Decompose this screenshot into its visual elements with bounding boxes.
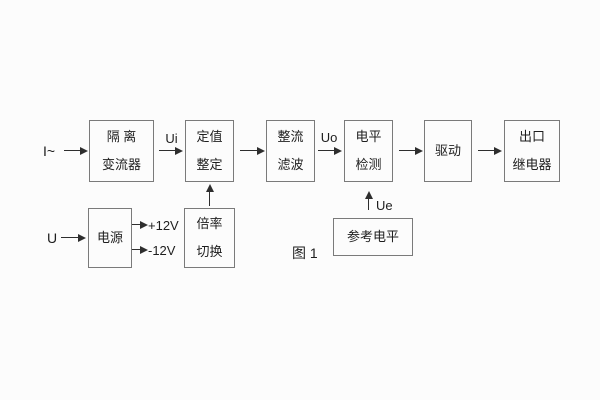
ue-signal-label: Ue	[376, 198, 393, 213]
ui-signal-label: Ui	[165, 131, 178, 146]
ratio-switch-block: 倍率 切换	[184, 208, 235, 268]
power-supply-block: 电源	[88, 208, 132, 268]
block-label: 滤波	[277, 157, 304, 172]
level-detect-block: 电平 检测	[344, 120, 393, 182]
arrow-plus-12v-icon	[132, 220, 148, 229]
arrow-setting-to-rectifier-icon	[240, 146, 265, 155]
arrow-ui-icon	[159, 146, 183, 155]
isolation-converter-block: 隔 离 变流器	[89, 120, 154, 182]
arrow-uo-icon	[318, 146, 342, 155]
figure-caption: 图 1	[292, 245, 318, 261]
block-label: 隔 离	[106, 129, 137, 144]
block-label: 变流器	[101, 157, 141, 172]
block-label: 整流	[277, 129, 304, 144]
arrow-drive-to-relay-icon	[478, 146, 502, 155]
block-label: 电源	[96, 230, 123, 245]
uo-signal-label: Uo	[320, 130, 338, 145]
input-current-label: I~	[43, 143, 56, 159]
reference-level-block: 参考电平	[333, 218, 413, 256]
block-label: 检测	[355, 157, 382, 172]
block-label: 倍率	[196, 216, 223, 231]
arrow-input-voltage-icon	[61, 233, 86, 242]
minus-12v-label: -12V	[148, 243, 176, 258]
setting-adjust-block: 定值 整定	[185, 120, 234, 182]
drive-block: 驱动	[424, 120, 472, 182]
block-label: 定值	[196, 129, 223, 144]
block-label: 驱动	[434, 143, 461, 158]
block-label: 参考电平	[346, 229, 399, 244]
plus-12v-label: +12V	[148, 218, 179, 233]
arrow-level-to-drive-icon	[399, 146, 423, 155]
rectifier-filter-block: 整流 滤波	[266, 120, 315, 182]
arrow-ratio-to-setting-icon	[205, 184, 214, 206]
block-label: 切换	[196, 244, 223, 259]
arrow-minus-12v-icon	[132, 245, 148, 254]
arrow-ue-icon	[364, 191, 373, 210]
block-label: 出口	[518, 129, 545, 144]
input-voltage-label: U	[47, 230, 58, 246]
block-label: 整定	[196, 157, 223, 172]
output-relay-block: 出口 继电器	[504, 120, 560, 182]
block-label: 继电器	[512, 157, 552, 172]
block-label: 电平	[355, 129, 382, 144]
arrow-input-current-icon	[64, 146, 88, 155]
